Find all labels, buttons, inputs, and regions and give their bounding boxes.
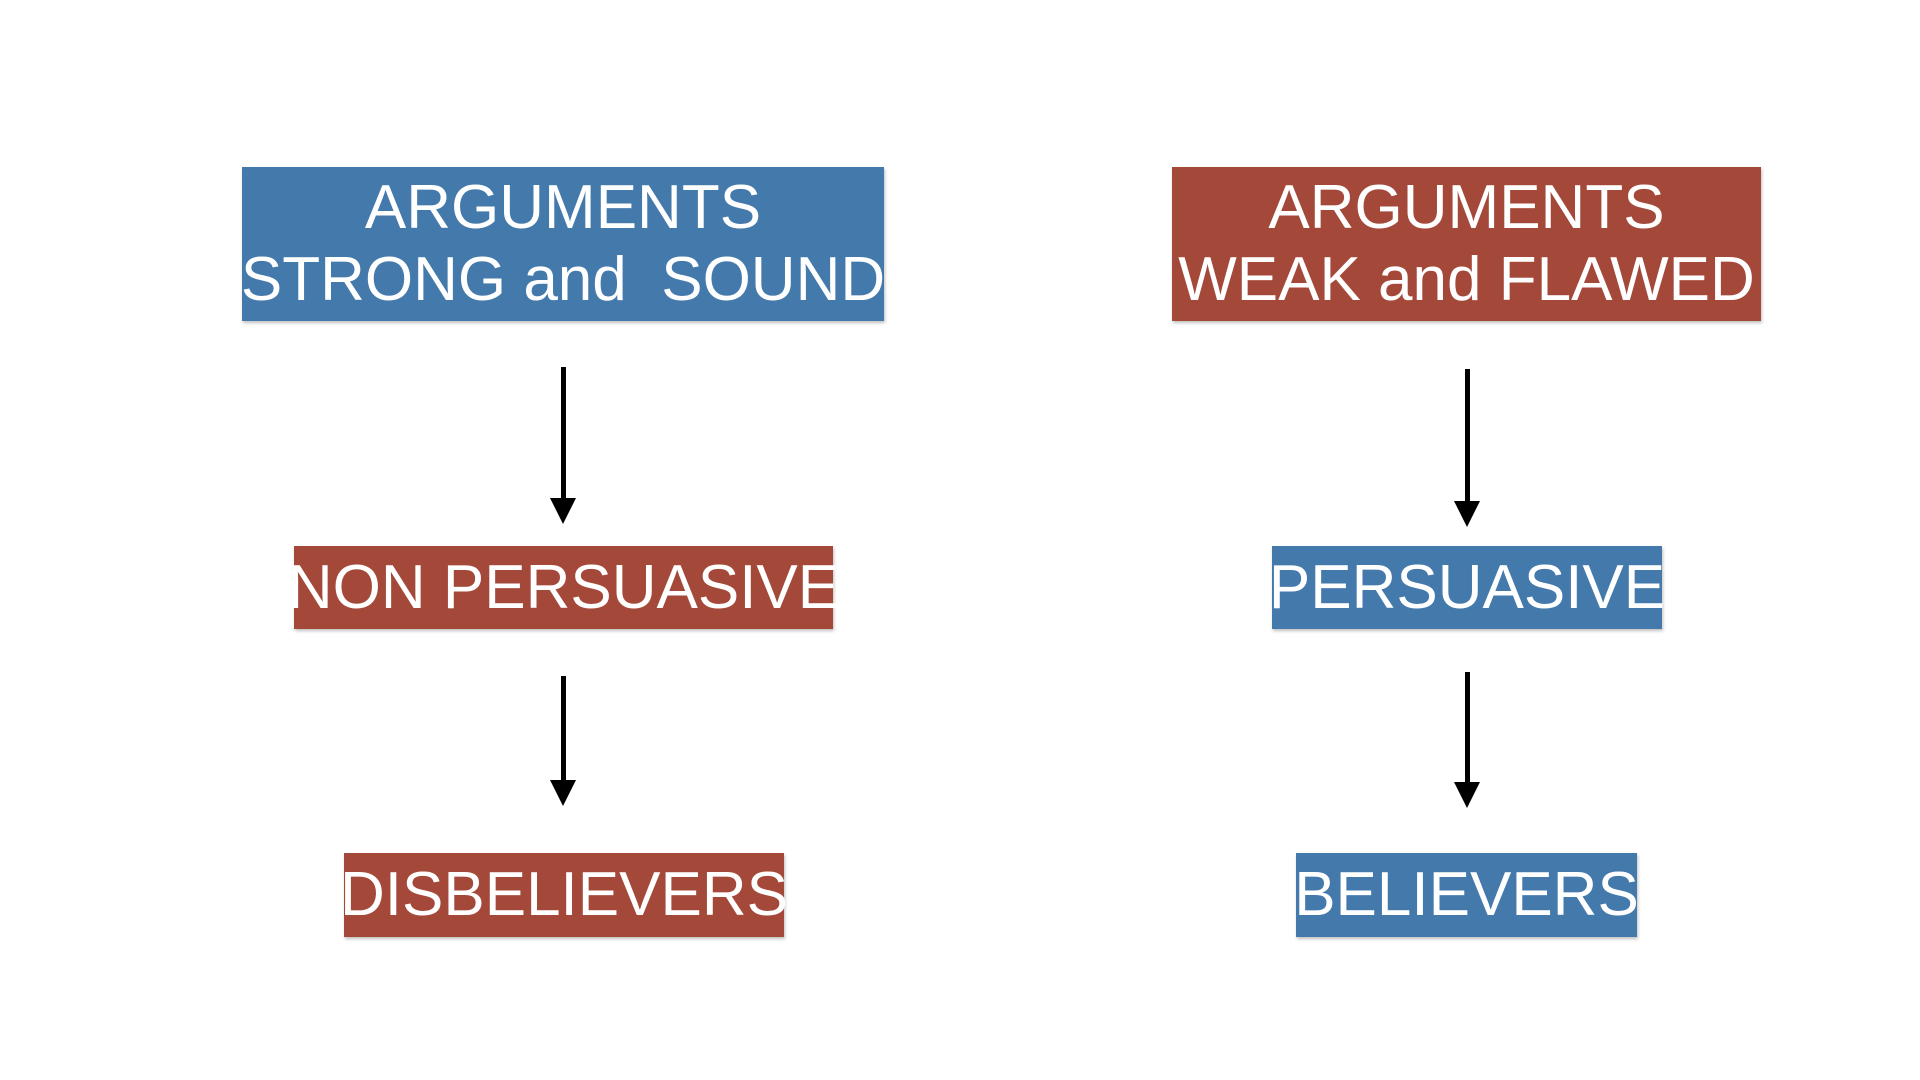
non-persuasive-box: NON PERSUASIVE: [288, 546, 839, 629]
arrow-down-icon: [550, 676, 576, 806]
persuasive-box: PERSUASIVE: [1268, 546, 1666, 629]
box-label: NON PERSUASIVE: [287, 552, 840, 622]
believers-box: BELIEVERS: [1294, 853, 1639, 937]
strong-sound-arguments-box: ARGUMENTS STRONG and SOUND: [240, 167, 886, 321]
arrow-down-icon: [1454, 672, 1480, 808]
weak-flawed-arguments-box: ARGUMENTS WEAK and FLAWED: [1172, 167, 1761, 321]
box-label: DISBELIEVERS: [340, 860, 788, 929]
box-line: ARGUMENTS: [1268, 173, 1665, 242]
box-line: WEAK and FLAWED: [1178, 245, 1755, 314]
box-line: STRONG and SOUND: [240, 245, 886, 314]
arrow-down-icon: [550, 367, 576, 524]
box-label: BELIEVERS: [1294, 860, 1639, 929]
box-line: ARGUMENTS: [364, 173, 762, 242]
arrow-down-icon: [1454, 369, 1480, 527]
box-label: PERSUASIVE: [1268, 552, 1666, 622]
disbelievers-box: DISBELIEVERS: [340, 853, 788, 937]
